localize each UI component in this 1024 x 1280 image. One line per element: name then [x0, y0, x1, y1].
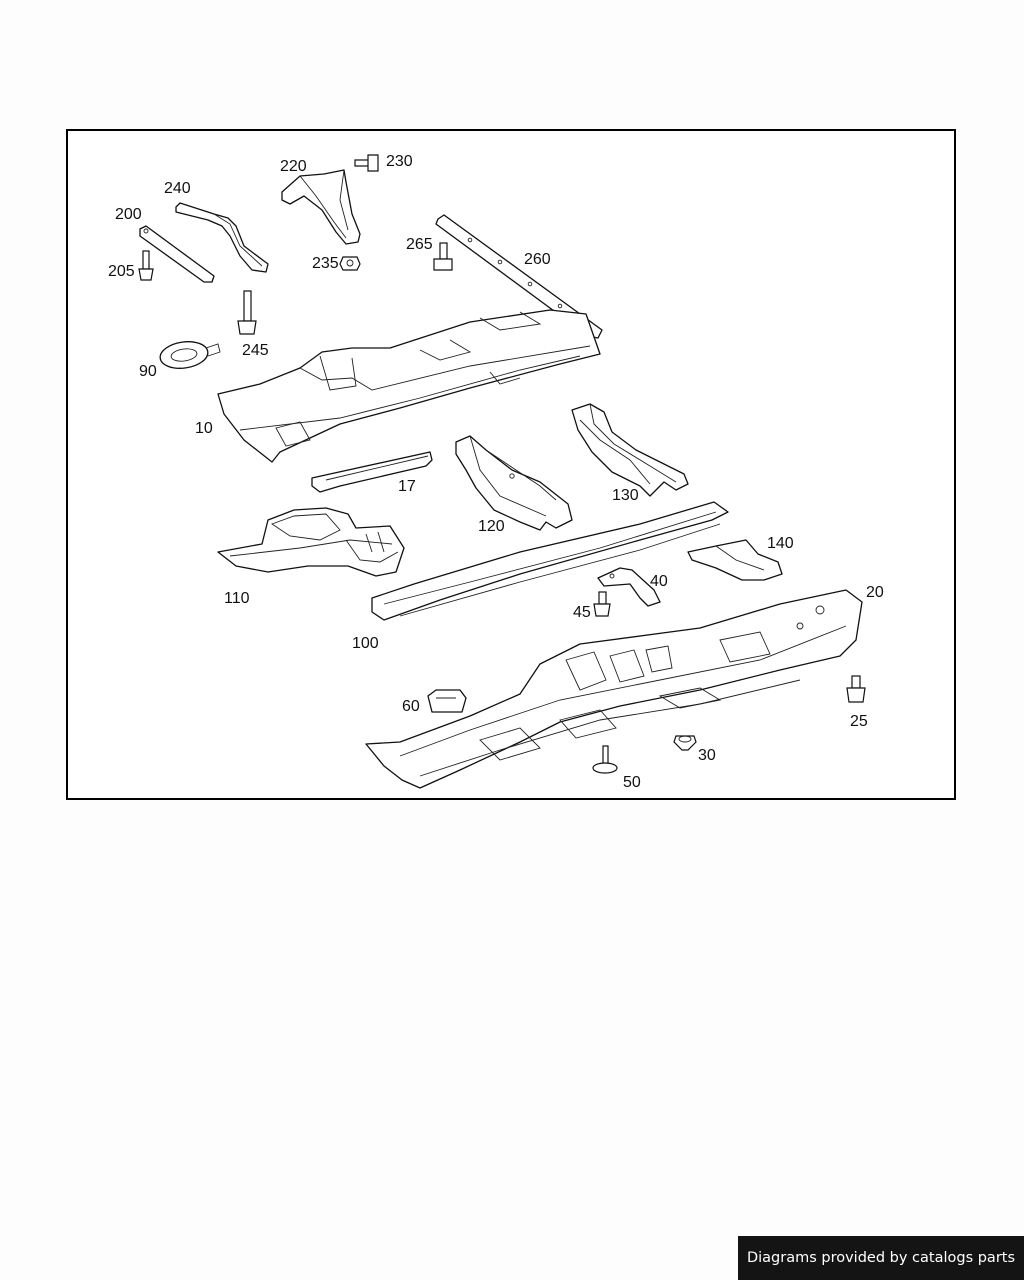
- callout-90: 90: [139, 363, 157, 380]
- callout-50: 50: [623, 774, 641, 791]
- callout-110: 110: [224, 590, 250, 607]
- callout-220: 220: [280, 158, 307, 175]
- part-25-bolt[interactable]: [846, 675, 866, 703]
- part-50-stud[interactable]: [592, 745, 618, 774]
- part-205-bolt[interactable]: [138, 250, 154, 281]
- callout-140: 140: [767, 535, 794, 552]
- part-200-strap[interactable]: [139, 225, 215, 283]
- part-45-screw[interactable]: [593, 591, 611, 617]
- part-120-member[interactable]: [455, 435, 573, 531]
- callout-265: 265: [406, 236, 433, 253]
- credit-badge: Diagrams provided by catalogs parts: [738, 1236, 1024, 1280]
- callout-120: 120: [478, 518, 505, 535]
- callout-100: 100: [352, 635, 379, 652]
- part-245-bolt[interactable]: [237, 290, 257, 335]
- part-90-grommet[interactable]: [158, 339, 221, 371]
- callout-25: 25: [850, 713, 868, 730]
- part-40-bracket[interactable]: [597, 567, 661, 607]
- part-260-strip[interactable]: [435, 214, 603, 339]
- callout-10: 10: [195, 420, 213, 437]
- parts-diagram: 220 230 240 200 265 260 205 235 245 90 1…: [66, 129, 956, 800]
- part-265-bolt[interactable]: [433, 242, 453, 271]
- callout-245: 245: [242, 342, 269, 359]
- callout-17: 17: [398, 478, 416, 495]
- part-220-bracket[interactable]: [281, 169, 361, 245]
- callout-230: 230: [386, 153, 413, 170]
- part-240-bracket[interactable]: [175, 202, 269, 273]
- part-60-clip[interactable]: [427, 689, 467, 713]
- callout-240: 240: [164, 180, 191, 197]
- callout-60: 60: [402, 698, 420, 715]
- callout-200: 200: [115, 206, 142, 223]
- part-140-panel[interactable]: [687, 539, 783, 581]
- callout-45: 45: [573, 604, 591, 621]
- part-100-sill[interactable]: [371, 501, 729, 621]
- part-20-underbody-panel[interactable]: [365, 589, 863, 789]
- callout-205: 205: [108, 263, 135, 280]
- callout-20: 20: [866, 584, 884, 601]
- part-30-nut[interactable]: [673, 735, 697, 751]
- part-230-bolt[interactable]: [354, 154, 379, 172]
- part-10-floor-panel[interactable]: [217, 309, 601, 463]
- callout-labels: 220 230 240 200 265 260 205 235 245 90 1…: [108, 153, 884, 791]
- credit-text: Diagrams provided by catalogs parts: [746, 1250, 1016, 1266]
- part-17-rail[interactable]: [311, 451, 433, 493]
- callout-235: 235: [312, 255, 339, 272]
- callout-130: 130: [612, 487, 639, 504]
- part-110-floor-frame[interactable]: [217, 507, 405, 577]
- part-130-channel[interactable]: [571, 403, 689, 497]
- callout-30: 30: [698, 747, 716, 764]
- part-235-nut[interactable]: [339, 256, 361, 271]
- callout-260: 260: [524, 251, 551, 268]
- callout-40: 40: [650, 573, 668, 590]
